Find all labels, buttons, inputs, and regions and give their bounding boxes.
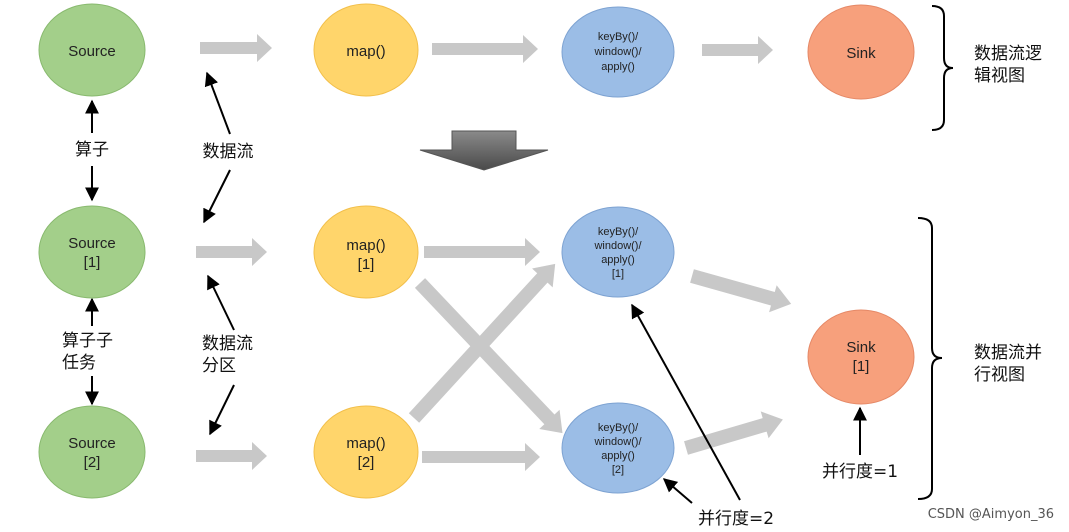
- source-1-label-line-2: [1]: [84, 254, 101, 271]
- transform-down-arrow: [419, 130, 549, 171]
- partition-arrow-down: [209, 384, 235, 436]
- map-1-label-line-1: map(): [346, 237, 385, 254]
- parallel-view-brace: [917, 217, 943, 500]
- parallel-view-label-line-1: 数据流并: [974, 343, 1042, 363]
- keyby-1-label-line-1: keyBy()/: [598, 226, 639, 238]
- sink-node: Sink: [807, 4, 915, 100]
- parallel-arrow-map1-keyby2: [414, 278, 563, 434]
- parallel-arrow-source1-map1: [196, 238, 267, 266]
- parallelism-2-arrow-keyby1: [631, 303, 741, 501]
- keyby-window-apply-node: keyBy()/ window()/ apply(): [561, 6, 675, 98]
- partition-label-line-1: 数据流: [202, 334, 253, 354]
- source-label: Source: [68, 43, 116, 60]
- subtask-label-line-2: 任务: [62, 353, 96, 373]
- map-2-label-line-2: [2]: [358, 454, 375, 471]
- keyby-2-label-line-4: [2]: [612, 464, 624, 476]
- map-1-label-line-2: [1]: [358, 256, 375, 273]
- keyby-label-line-3: apply(): [601, 61, 635, 73]
- keyby-2-node: keyBy()/ window()/ apply() [2]: [561, 402, 675, 494]
- parallel-arrow-source2-map2: [196, 442, 267, 470]
- logical-view: Source map() keyBy()/ window()/ apply() …: [38, 3, 1042, 131]
- operator-label: 算子: [75, 140, 109, 160]
- keyby-label-line-1: keyBy()/: [598, 31, 639, 43]
- parallel-view-label-line-2: 行视图: [974, 365, 1025, 385]
- source-2-label-line-1: Source: [68, 435, 116, 452]
- annotations: 算子 数据流 算子子 任务 数据流 分区: [62, 71, 254, 436]
- keyby-1-node: keyBy()/ window()/ apply() [1]: [561, 206, 675, 298]
- logical-flow-arrow-3: [702, 36, 773, 64]
- logical-view-label-line-1: 数据流逻: [974, 44, 1042, 64]
- stream-arrow-down: [203, 169, 231, 224]
- logical-view-brace: [931, 5, 954, 131]
- source-node: Source: [38, 3, 146, 97]
- partition-arrow-up: [207, 274, 235, 331]
- keyby-1-label-line-4: [1]: [612, 268, 624, 280]
- map-2-node: map() [2]: [313, 405, 419, 499]
- parallelism-1-label: 并行度=1: [822, 462, 898, 482]
- stream-label: 数据流: [203, 142, 254, 162]
- sink-1-node: Sink [1]: [807, 309, 915, 405]
- subtask-label-line-1: 算子子: [62, 331, 113, 351]
- sink-label: Sink: [846, 45, 876, 62]
- keyby-2-label-line-3: apply(): [601, 450, 635, 462]
- map-label: map(): [346, 43, 385, 60]
- keyby-1-label-line-3: apply(): [601, 254, 635, 266]
- source-1-label-line-1: Source: [68, 235, 116, 252]
- map-2-label-line-1: map(): [346, 435, 385, 452]
- parallel-arrow-keyby1-sink1: [690, 269, 792, 313]
- map-1-node: map() [1]: [313, 205, 419, 299]
- keyby-1-label-line-2: window()/: [593, 240, 642, 252]
- sink-1-label-line-2: [1]: [853, 358, 870, 375]
- logical-view-label-line-2: 辑视图: [974, 66, 1025, 86]
- parallel-arrow-map2-keyby1: [408, 263, 556, 423]
- logical-flow-arrow-2: [432, 35, 538, 63]
- parallelism-2-label: 并行度=2: [698, 509, 774, 529]
- sink-1-label-line-1: Sink: [846, 339, 876, 356]
- keyby-2-label-line-1: keyBy()/: [598, 422, 639, 434]
- parallel-arrow-map2-keyby2: [422, 443, 540, 471]
- source-1-node: Source [1]: [38, 205, 146, 299]
- partition-label-line-2: 分区: [202, 356, 236, 376]
- parallel-arrow-map1-keyby1: [424, 238, 540, 266]
- map-node: map(): [313, 3, 419, 97]
- parallelism-2-arrow-keyby2: [662, 478, 693, 504]
- keyby-label-line-2: window()/: [593, 46, 642, 58]
- parallel-view: Source [1] Source [2] map() [1] map() [2…: [38, 205, 1042, 529]
- keyby-2-label-line-2: window()/: [593, 436, 642, 448]
- source-2-node: Source [2]: [38, 405, 146, 499]
- logical-flow-arrow-1: [200, 34, 272, 62]
- parallel-arrow-keyby2-sink1: [684, 411, 783, 455]
- csdn-watermark: CSDN @Aimyon_36: [928, 507, 1054, 522]
- stream-arrow-up: [204, 71, 231, 135]
- source-2-label-line-2: [2]: [84, 454, 101, 471]
